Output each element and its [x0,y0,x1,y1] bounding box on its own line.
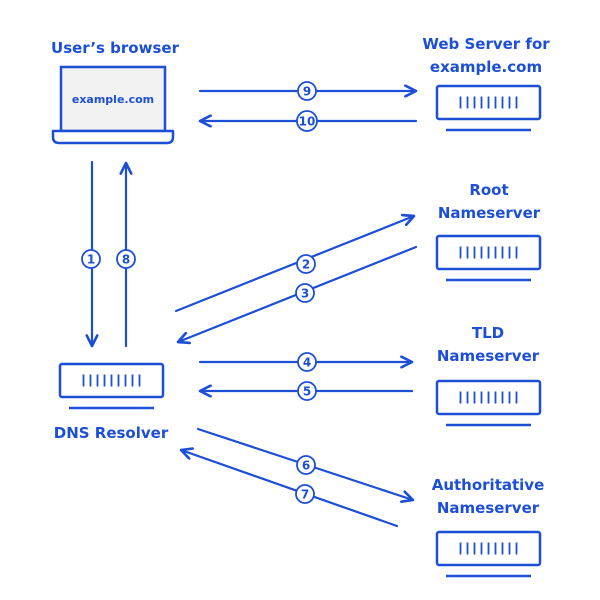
tld-nameserver-label-line2: Nameserver [437,347,540,365]
tld-nameserver-label-line1: TLD [472,324,504,342]
step-badge-5: 5 [297,381,317,401]
arrow-step-2 [174,213,416,313]
dns-resolver-label: DNS Resolver [54,424,169,442]
authoritative-server-icon [435,530,542,578]
laptop-screen-text: example.com [72,93,154,106]
authoritative-nameserver-label-line2: Nameserver [437,499,540,517]
step-badge-8: 8 [116,249,136,269]
authoritative-nameserver-label-line1: Authoritative [432,476,545,494]
laptop-icon [51,65,175,145]
browser-label: User’s browser [51,39,180,57]
step-badge-3: 3 [295,283,315,303]
svg-text:1: 1 [87,253,95,267]
svg-text:4: 4 [303,356,311,370]
web-server-label-line2: example.com [430,58,542,76]
arrow-step-7 [179,447,399,528]
step-badge-2: 2 [296,254,316,274]
step-badge-10: 10 [296,110,318,132]
svg-text:3: 3 [301,287,309,301]
root-server-icon [435,234,542,282]
step-badge-9: 9 [297,81,317,101]
tld-server-icon [435,379,542,427]
dns-resolver-server-icon [58,362,165,410]
svg-text:6: 6 [302,459,310,473]
svg-text:8: 8 [122,253,130,267]
svg-text:9: 9 [303,85,311,99]
web-server-label-line1: Web Server for [422,35,550,53]
svg-text:5: 5 [303,385,311,399]
step-badge-6: 6 [296,455,316,475]
step-badge-7: 7 [295,484,315,504]
web-server-icon [435,84,542,132]
root-nameserver-label-line1: Root [469,181,508,199]
step-badge-4: 4 [297,352,317,372]
svg-text:10: 10 [299,115,316,129]
svg-text:2: 2 [302,258,310,272]
step-badge-1: 1 [81,249,101,269]
root-nameserver-label-line2: Nameserver [438,204,541,222]
svg-text:7: 7 [301,488,309,502]
